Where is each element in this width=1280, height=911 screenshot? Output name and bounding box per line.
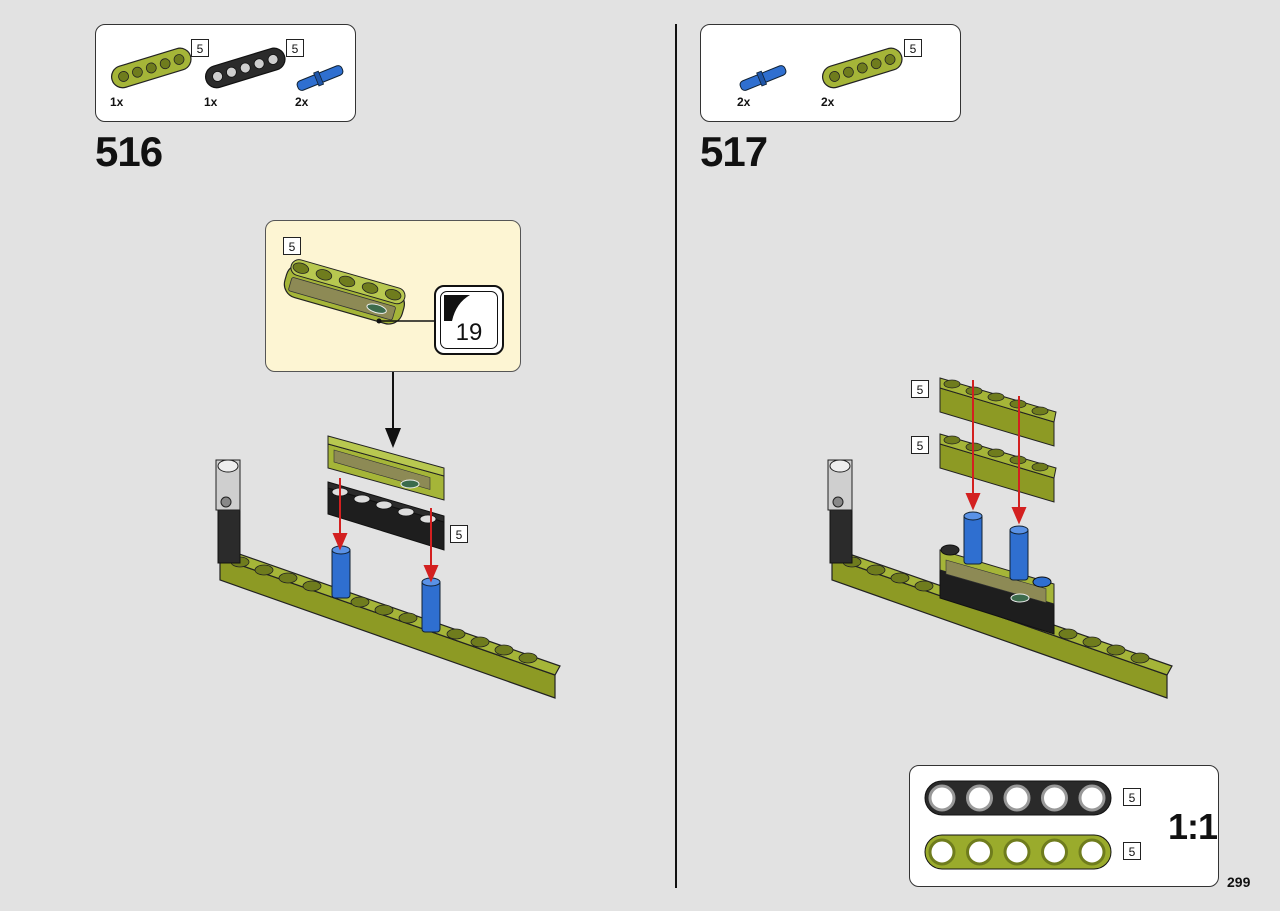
assembly-517 bbox=[827, 377, 1173, 699]
assembly-516 bbox=[215, 435, 561, 699]
stickered-lime-beam-icon bbox=[283, 259, 406, 325]
blue-pin-icon bbox=[739, 65, 787, 91]
page-number: 299 bbox=[1227, 874, 1251, 890]
scale-label: 1:1 bbox=[1168, 806, 1218, 847]
scale-reference-box: 5 5 1:1 bbox=[909, 765, 1219, 887]
part-qty: 2x bbox=[295, 95, 309, 109]
part-qty: 1x bbox=[110, 95, 124, 109]
blue-pin-icon bbox=[296, 65, 344, 91]
lime-beam-5-icon bbox=[822, 47, 903, 89]
assembly-length-label: 5 bbox=[450, 525, 468, 543]
scale-beam-length: 5 bbox=[1123, 842, 1141, 860]
page-divider bbox=[675, 24, 677, 888]
parts-list-516: 5 1x 5 1x 2x bbox=[95, 24, 356, 122]
assembly-length-label: 5 bbox=[911, 436, 929, 454]
black-beam-5-icon bbox=[205, 47, 286, 89]
lime-beam-scale-icon bbox=[924, 834, 1112, 870]
part-length-label: 5 bbox=[904, 39, 922, 57]
sticker-sheet-badge: 19 bbox=[434, 285, 504, 355]
step-number-516: 516 bbox=[95, 128, 163, 175]
step-number-517: 517 bbox=[700, 128, 768, 175]
part-qty: 2x bbox=[737, 95, 751, 109]
sticker-number: 19 bbox=[455, 319, 483, 346]
sticker-callout: 5 19 bbox=[265, 220, 521, 372]
assembly-length-label: 5 bbox=[911, 380, 929, 398]
lime-beam-5-icon bbox=[111, 47, 192, 89]
part-length-label: 5 bbox=[191, 39, 209, 57]
sticker-sheet-icon bbox=[444, 295, 470, 321]
part-qty: 2x bbox=[821, 95, 835, 109]
sticker-pointer-line bbox=[376, 318, 444, 324]
part-length-label: 5 bbox=[286, 39, 304, 57]
callout-length-label: 5 bbox=[283, 237, 301, 255]
part-qty: 1x bbox=[204, 95, 218, 109]
scale-beam-length: 5 bbox=[1123, 788, 1141, 806]
black-beam-scale-icon bbox=[924, 780, 1112, 816]
down-arrow-icon bbox=[385, 372, 401, 448]
parts-list-517: 2x 5 2x bbox=[700, 24, 961, 122]
